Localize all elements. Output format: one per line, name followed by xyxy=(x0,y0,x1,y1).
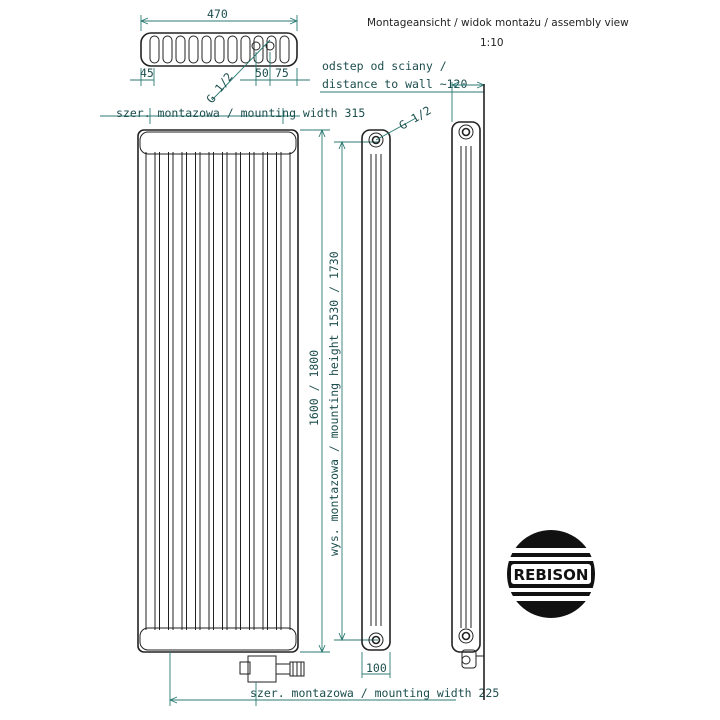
left-offset-label: 45 xyxy=(140,66,154,80)
top-column xyxy=(240,35,251,64)
wall-distance-line2: distance to wall ~120 xyxy=(322,77,467,91)
drawing-scale: 1:10 xyxy=(480,37,504,49)
top-view-columns xyxy=(149,35,290,64)
front-view: szer. montazowa / mounting width 315 160… xyxy=(100,106,499,706)
overall-width-label: 470 xyxy=(207,7,228,21)
mounting-height-label: wys. montazowa / mounting height 1530 / … xyxy=(327,251,341,556)
depth-label: 100 xyxy=(366,661,387,675)
top-column xyxy=(201,35,212,64)
top-column xyxy=(214,35,225,64)
front-view-columns xyxy=(145,152,291,630)
top-column xyxy=(227,35,238,64)
mounting-width-bottom-label: szer. montazowa / mounting width 225 xyxy=(250,686,499,700)
top-column xyxy=(279,35,290,64)
wall-distance-line1: odstep od sciany / xyxy=(322,59,447,73)
top-column xyxy=(188,35,199,64)
pipe-spacing-label: 50 xyxy=(255,66,269,80)
rebison-logo: REBISON xyxy=(507,530,595,618)
top-column xyxy=(266,35,277,64)
top-column xyxy=(162,35,173,64)
thread-side-label: G 1/2 xyxy=(397,103,434,132)
top-column xyxy=(149,35,160,64)
top-column xyxy=(175,35,186,64)
height-label: 1600 / 1800 xyxy=(307,350,321,426)
thread-top-label: G 1/2 xyxy=(203,70,235,106)
right-offset-label: 75 xyxy=(275,66,289,80)
side-view-front: G 1/2 100 xyxy=(361,103,434,678)
drawing-title: Montageansicht / widok montażu / assembl… xyxy=(367,17,629,29)
side-view-wall xyxy=(451,84,485,700)
logo-text: REBISON xyxy=(514,566,589,584)
mounting-width-top-label: szer. montazowa / mounting width 315 xyxy=(116,106,365,120)
valve xyxy=(239,655,305,683)
